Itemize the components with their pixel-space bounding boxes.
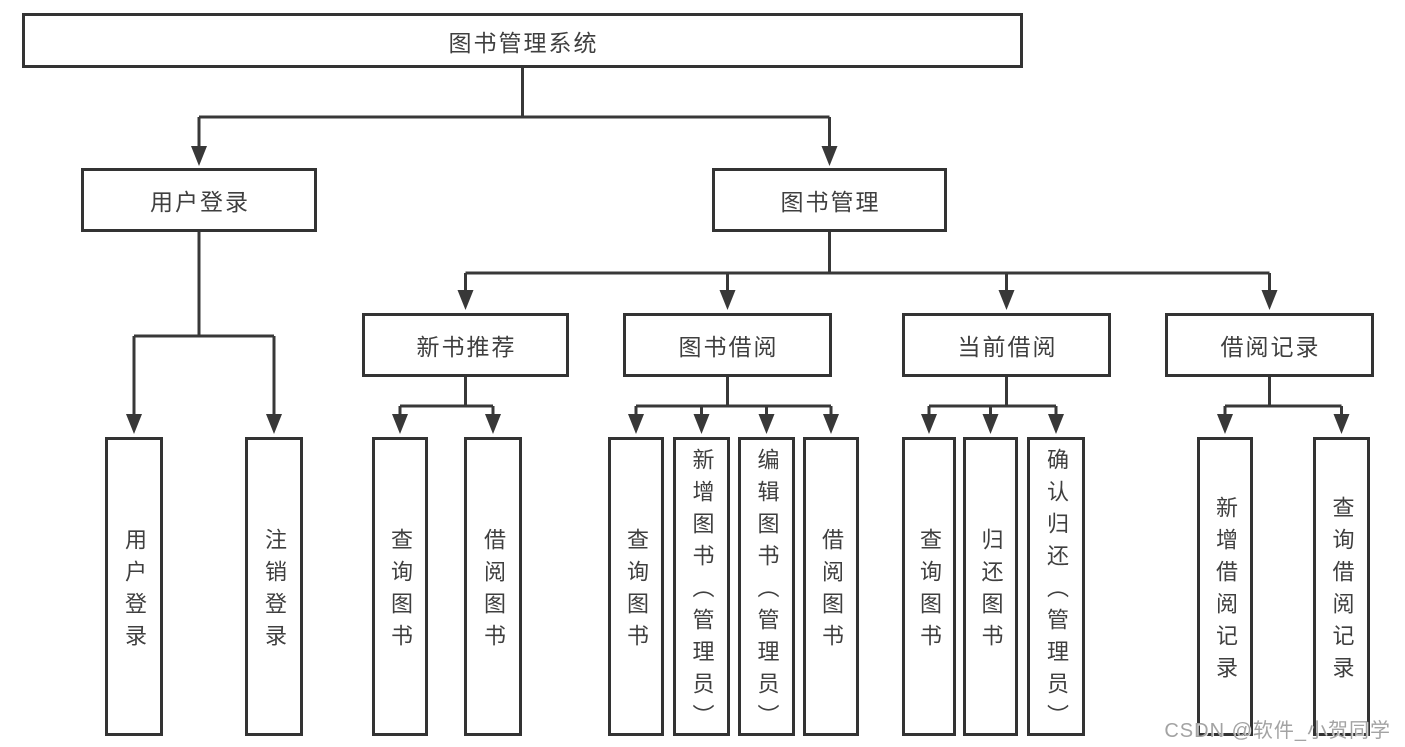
leaf-records-add-record: 新增借阅记录 [1197, 437, 1253, 736]
watermark: CSDN @软件_小贺同学 [1164, 720, 1391, 742]
node-new-book-recommend: 新书推荐 [362, 313, 569, 377]
node-label: 借阅图书 [481, 527, 506, 656]
node-label: 新书推荐 [416, 334, 517, 360]
leaf-newrec-borrow-books: 借阅图书 [464, 437, 522, 736]
connectors-borrowing-group [628, 377, 839, 434]
node-label: 查询图书 [624, 527, 649, 656]
connectors-level2 [457, 232, 1278, 310]
arrowhead-icon [719, 290, 736, 310]
node-label: 新增借阅记录 [1213, 495, 1238, 688]
node-label: 归还图书 [978, 527, 1004, 656]
leaf-newrec-query-books: 查询图书 [372, 437, 428, 736]
leaf-current-query-books: 查询图书 [902, 437, 956, 736]
node-label: 确认归还（管理员） [1044, 447, 1069, 736]
node-label: 用户登录 [122, 527, 147, 656]
node-root-library-system: 图书管理系统 [22, 13, 1023, 68]
arrowhead-icon [1217, 414, 1233, 434]
node-label: 图书管理系统 [448, 29, 599, 56]
arrowhead-icon [266, 414, 282, 434]
leaf-user-login: 用户登录 [105, 437, 163, 736]
arrowhead-icon [392, 414, 408, 434]
arrowhead-icon [821, 146, 838, 166]
arrowhead-icon [457, 290, 474, 310]
node-label: 注销登录 [262, 527, 287, 656]
connectors-level1 [191, 68, 838, 166]
arrowhead-icon [191, 146, 207, 166]
connectors-user-login-group [126, 232, 282, 434]
connectors-records-group [1217, 377, 1350, 434]
arrowhead-icon [998, 290, 1015, 310]
arrowhead-icon [982, 414, 999, 434]
node-label: 图书管理 [780, 189, 881, 215]
node-book-borrowing: 图书借阅 [623, 313, 832, 377]
node-label: 图书借阅 [678, 334, 779, 360]
node-label: 当前借阅 [957, 334, 1058, 360]
node-label: 查询图书 [917, 527, 942, 656]
node-label: 编辑图书（管理员） [754, 447, 780, 736]
arrowhead-icon [628, 414, 644, 434]
arrowhead-icon [1333, 414, 1350, 434]
leaf-borrow-query-books: 查询图书 [608, 437, 664, 736]
leaf-borrow-edit-books-admin: 编辑图书（管理员） [738, 437, 795, 736]
arrowhead-icon [758, 414, 775, 434]
arrowhead-icon [126, 414, 142, 434]
node-label: 借阅图书 [819, 527, 844, 656]
node-user-login: 用户登录 [81, 168, 317, 232]
leaf-current-return-books: 归还图书 [963, 437, 1018, 736]
node-book-management: 图书管理 [712, 168, 947, 232]
arrowhead-icon [485, 414, 501, 434]
node-label: 用户登录 [150, 189, 250, 215]
node-label: 新增图书（管理员） [689, 447, 715, 736]
arrowhead-icon [823, 414, 839, 434]
leaf-borrow-add-books-admin: 新增图书（管理员） [673, 437, 730, 736]
node-label: 借阅记录 [1220, 334, 1321, 360]
connectors-new-rec-group [392, 377, 501, 434]
leaf-logout: 注销登录 [245, 437, 303, 736]
arrowhead-icon [693, 414, 710, 434]
leaf-records-query-record: 查询借阅记录 [1313, 437, 1370, 736]
leaf-borrow-borrow-books: 借阅图书 [803, 437, 859, 736]
arrowhead-icon [1261, 290, 1278, 310]
arrowhead-icon [921, 414, 937, 434]
arrowhead-icon [1048, 414, 1064, 434]
node-current-borrowing: 当前借阅 [902, 313, 1111, 377]
node-label: 查询借阅记录 [1329, 495, 1355, 688]
node-borrowing-records: 借阅记录 [1165, 313, 1374, 377]
node-label: 查询图书 [388, 527, 413, 656]
leaf-current-confirm-return-admin: 确认归还（管理员） [1027, 437, 1085, 736]
connectors-current-group [921, 377, 1064, 434]
